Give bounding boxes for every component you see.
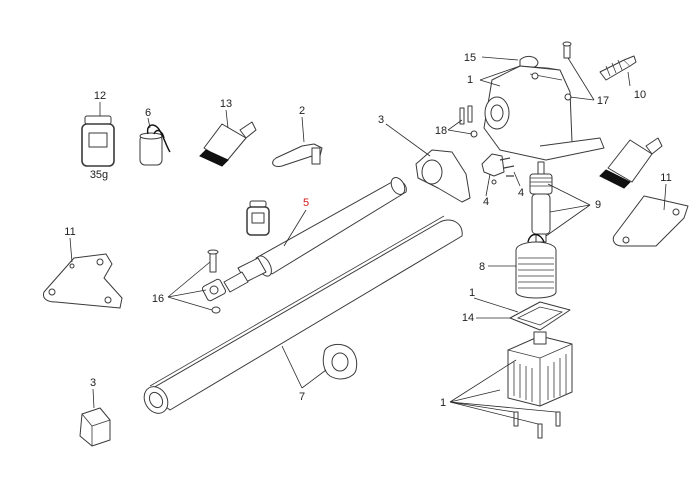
leader-11a — [69, 237, 73, 263]
part-11-front-plate[interactable] — [43, 253, 123, 309]
leader-7a — [281, 345, 303, 389]
leader-1c-e — [449, 389, 501, 403]
part-8-stator[interactable] — [515, 233, 557, 299]
leader-1c-b — [449, 401, 515, 413]
leader-16a — [167, 261, 211, 298]
leader-18a — [447, 119, 463, 131]
leader-17-b — [569, 96, 595, 101]
callout-8: 8 — [479, 261, 485, 273]
part-18-pins[interactable] — [459, 105, 478, 138]
leader-6 — [147, 117, 151, 129]
callout-15: 15 — [464, 52, 476, 64]
part-7-end-cap[interactable] — [322, 343, 358, 380]
callout-3b: 3 — [90, 377, 96, 389]
callout-7: 7 — [299, 391, 305, 403]
callout-16: 16 — [152, 293, 164, 305]
callout-14: 14 — [462, 312, 474, 324]
part-14-gasket[interactable] — [509, 301, 571, 331]
callout-11b: 11 — [660, 172, 671, 184]
callout-1a: 1 — [467, 74, 473, 86]
leader-15 — [481, 56, 519, 61]
part-5-piston-tube[interactable] — [201, 175, 407, 302]
part-4-bracket[interactable] — [481, 153, 515, 185]
part-5-jar[interactable] — [246, 200, 270, 236]
leader-16c — [167, 296, 213, 311]
leader-3a — [385, 123, 431, 157]
callout-9: 9 — [595, 199, 601, 211]
part-17-screws[interactable] — [562, 41, 572, 101]
leader-9a — [547, 183, 591, 206]
part-3-front-cover[interactable] — [415, 149, 471, 203]
part-13-grease-tube[interactable] — [199, 121, 257, 167]
part-7-profile-tube[interactable] — [139, 215, 463, 418]
callout-4b: 4 — [518, 187, 524, 199]
callout-6: 6 — [145, 107, 151, 119]
callout-1c: 1 — [440, 397, 446, 409]
leader-18b — [447, 129, 473, 135]
callout-4a: 4 — [483, 196, 489, 208]
leader-1c-d — [449, 401, 557, 413]
leader-17-a — [567, 57, 595, 101]
part-3-small-cap[interactable] — [79, 407, 111, 447]
leader-3b — [92, 388, 95, 409]
leader-1b — [473, 297, 519, 313]
leader-1c-a — [449, 359, 517, 403]
leader-1a-2 — [479, 79, 501, 87]
leader-5 — [283, 209, 307, 247]
leader-13 — [225, 109, 229, 129]
part-2-release-lever[interactable] — [272, 143, 323, 167]
part-6-capacitor[interactable] — [139, 124, 171, 166]
callout-12: 12 — [94, 90, 106, 102]
callout-13: 13 — [220, 98, 232, 110]
callout-2: 2 — [299, 105, 305, 117]
callout-11a: 11 — [64, 226, 75, 238]
callout-35g: 35g — [90, 169, 108, 181]
callout-5: 5 — [303, 197, 309, 209]
part-12-grease-jar[interactable] — [81, 115, 115, 167]
part-16-pin-rings[interactable] — [207, 249, 221, 314]
callout-18: 18 — [435, 125, 447, 137]
leader-9c — [545, 204, 591, 237]
leader-7b — [301, 369, 327, 389]
part-11-rear-plate[interactable] — [612, 195, 689, 247]
callout-1b: 1 — [469, 287, 475, 299]
callout-10: 10 — [634, 89, 646, 101]
part-13-grease-tube-2[interactable] — [599, 137, 663, 189]
leader-16b — [167, 289, 207, 298]
leader-1a — [479, 65, 521, 81]
callout-3a: 3 — [378, 114, 384, 126]
leader-11b — [663, 183, 667, 211]
part-10-cable-gland[interactable] — [599, 55, 637, 81]
leader-4a — [485, 173, 491, 197]
leader-2 — [301, 116, 305, 143]
leader-4b — [513, 171, 521, 187]
callout-17: 17 — [597, 95, 609, 107]
part-1-gearbox[interactable] — [507, 331, 573, 439]
leader-1c-c — [449, 401, 539, 425]
leader-9b — [549, 204, 591, 213]
leader-10 — [627, 71, 631, 87]
part-1-motor-housing[interactable] — [483, 65, 605, 161]
part-9-shaft-assembly[interactable] — [529, 161, 553, 243]
